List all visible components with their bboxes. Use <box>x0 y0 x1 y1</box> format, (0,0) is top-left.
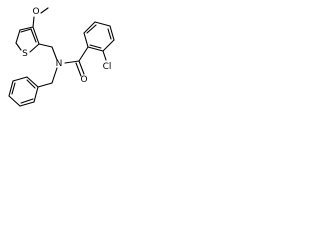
ring3-bond-3 <box>8 95 21 107</box>
bond-c-o-double <box>75 62 82 77</box>
amide-group <box>64 60 85 77</box>
bond-n-ch2 <box>51 67 58 84</box>
thiophene-double-bond-c2-c3 <box>30 28 37 43</box>
ring3-bond-2 <box>19 101 35 107</box>
ring3-double-bond-2 <box>20 98 34 104</box>
bond-ch2-nitrogen <box>51 46 58 61</box>
methoxy-oxygen-label: O <box>32 7 39 17</box>
bond-o-methyl <box>40 7 49 14</box>
ring2-bond-6 <box>87 46 104 52</box>
carbonyl-oxygen-label: O <box>80 75 87 85</box>
thiophene-ring <box>15 26 40 53</box>
thiophene-bond-c4-c5 <box>15 29 21 44</box>
bond-ring-chlorine <box>102 50 107 61</box>
bond-c-o <box>78 60 85 75</box>
ring3-bond-4 <box>8 80 14 97</box>
ring2-bond-4 <box>109 25 115 41</box>
chlorine-label: Cl <box>103 62 112 72</box>
ring3-bond-1 <box>33 86 39 103</box>
ring2-double-bond-4 <box>107 28 112 40</box>
bond-carbonyl-ring <box>78 46 89 62</box>
chlorophenyl-ring <box>78 21 115 62</box>
ring2-bond-3 <box>94 21 111 27</box>
benzyl-group <box>37 67 58 88</box>
amide-nitrogen-label: N <box>56 59 63 69</box>
thiophene-sulfur-label: S <box>22 49 28 59</box>
ring2-bond-1 <box>83 32 89 48</box>
ring3-double-bond-6 <box>26 79 36 89</box>
ring3-double-bond-4 <box>11 82 16 95</box>
ring3-bond-5 <box>12 76 28 82</box>
thiophene-bond-s-c2 <box>29 43 40 53</box>
atom-labels: O S N O Cl <box>22 7 111 85</box>
ring2-bond-2 <box>83 21 96 34</box>
ring2-double-bond-2 <box>86 24 97 34</box>
chemical-structure: O S N O Cl <box>8 7 115 107</box>
thiophene-double-bond-c3-c4 <box>20 28 32 33</box>
bond-thiophene-ch2 <box>38 43 53 48</box>
thiophene-bond-c2-c3 <box>32 26 40 45</box>
ring3-bond-6 <box>26 76 39 88</box>
bond-o-ring <box>32 16 35 28</box>
thiophene-bond-c5-s <box>15 42 22 51</box>
ring2-bond-5 <box>102 39 115 52</box>
bond-n-carbonyl <box>64 60 80 64</box>
ring2-double-bond-6 <box>89 44 102 49</box>
bond-ch2-phenyl <box>37 82 53 88</box>
methoxy-group <box>32 7 49 28</box>
phenyl-ring <box>8 76 39 107</box>
thiophene-bond-c3-c4 <box>19 26 34 31</box>
